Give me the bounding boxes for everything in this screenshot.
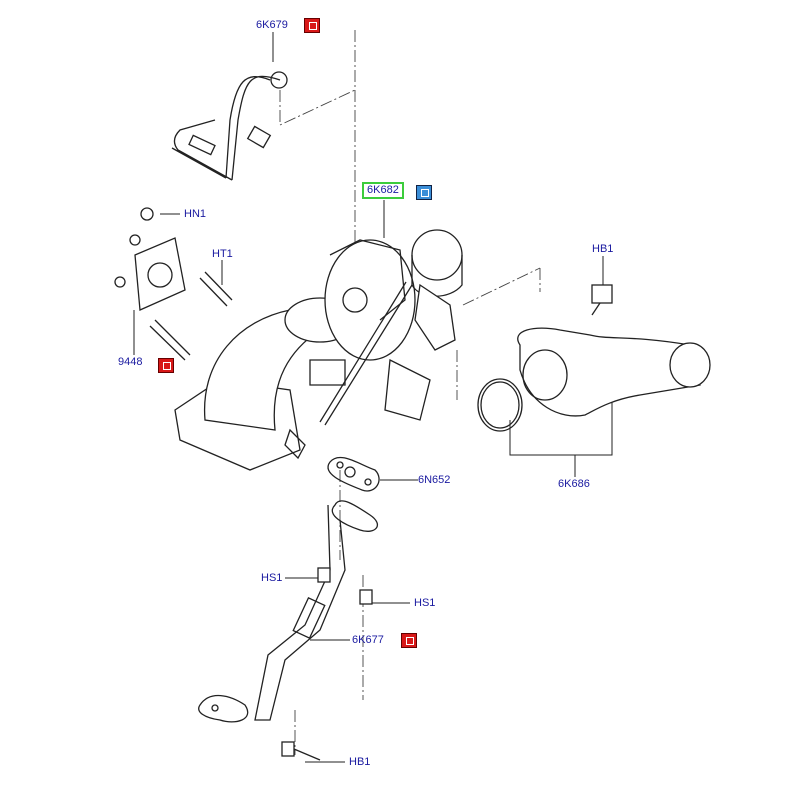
part-label-hn1[interactable]: HN1	[184, 208, 207, 220]
part-label-9448[interactable]: 9448	[118, 356, 143, 368]
info-book-icon[interactable]	[304, 18, 320, 33]
outlet-elbow-6k686	[477, 284, 711, 432]
part-label-hs1-left[interactable]: HS1	[261, 572, 283, 584]
info-book-icon[interactable]	[416, 185, 432, 200]
part-label-ht1[interactable]: HT1	[212, 248, 233, 260]
bolts	[281, 567, 373, 761]
gasket-6n652	[327, 456, 380, 492]
part-label-hb1-top[interactable]: HB1	[592, 243, 614, 255]
part-label-6k686[interactable]: 6K686	[558, 478, 590, 490]
info-book-icon[interactable]	[401, 633, 417, 648]
part-label-6k677[interactable]: 6K677	[352, 634, 384, 646]
part-label-6k682-selected[interactable]: 6K682	[362, 182, 404, 199]
part-label-hb1-bottom[interactable]: HB1	[349, 756, 371, 768]
part-label-6k679[interactable]: 6K679	[256, 19, 288, 31]
oil-feed-pipe-6k679	[171, 71, 288, 181]
info-book-icon[interactable]	[158, 358, 174, 373]
turbocharger-6k682	[174, 229, 463, 471]
part-label-6n652[interactable]: 6N652	[418, 474, 451, 486]
turbo-gasket-and-studs	[114, 207, 233, 361]
leader-lines	[133, 32, 613, 763]
oil-return-pipe-6k677	[198, 500, 379, 723]
part-label-hs1-right[interactable]: HS1	[414, 597, 436, 609]
